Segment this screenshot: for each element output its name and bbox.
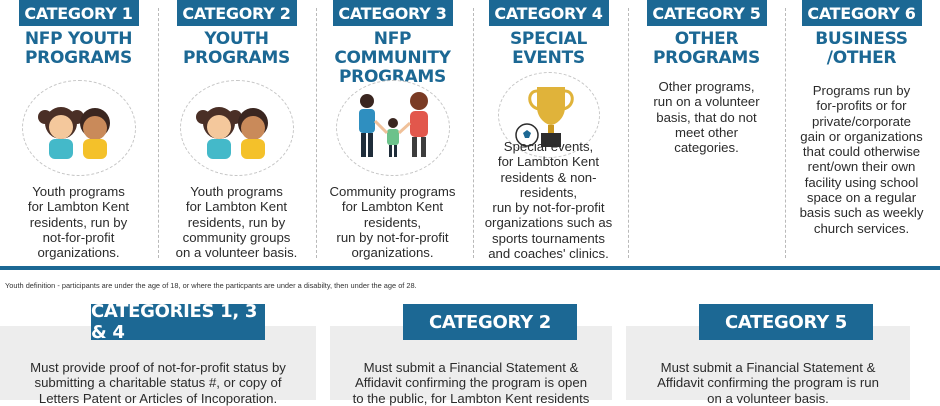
requirement-1-text: Must provide proof of not-for-profit sta…: [30, 360, 286, 406]
category-2-column: Category 2 Youth Programs Youth programs…: [158, 0, 315, 262]
category-3-description: Community programs for Lambton Kent resi…: [329, 184, 456, 261]
category-5-title: Other Programs: [653, 29, 760, 68]
category-1-banner: Category 1: [18, 0, 139, 26]
trophy-icon: [497, 72, 600, 158]
requirement-2-banner: Category 2: [403, 304, 577, 340]
youth-definition-note: Youth definition - participants are unde…: [5, 281, 417, 290]
category-5-banner: Category 5: [646, 0, 767, 26]
children-icon: [179, 80, 294, 176]
category-2-description: Youth programs for Lambton Kent resident…: [175, 184, 298, 261]
category-1-column: Category 1 NFP Youth Programs Youth prog…: [0, 0, 157, 262]
category-5-description: Other programs, run on a volunteer basis…: [653, 79, 760, 156]
category-4-column: Category 4 Special Events Special events…: [470, 0, 627, 262]
category-1-title: NFP Youth Programs: [24, 29, 133, 68]
category-3-banner: Category 3: [332, 0, 453, 26]
column-divider: [473, 8, 474, 258]
requirement-3-text: Must submit a Financial Statement & Affi…: [657, 360, 879, 406]
category-6-column: Category 6 Business /Other Programs run …: [783, 0, 940, 262]
category-4-banner: Category 4: [488, 0, 609, 26]
category-3-title: NFP Community Programs: [334, 29, 451, 87]
category-5-column: Category 5 Other Programs Other programs…: [628, 0, 785, 262]
category-6-title: Business /Other: [815, 29, 908, 68]
category-6-description: Programs run by for-profits or for priva…: [799, 83, 924, 236]
category-4-description: Special events, for Lambton Kent residen…: [484, 139, 613, 262]
category-2-banner: Category 2: [176, 0, 297, 26]
category-4-title: Special Events: [509, 29, 587, 68]
requirement-1-banner: Categories 1, 3 & 4: [91, 301, 265, 343]
category-3-column: Category 3 NFP Community Programs Commun…: [314, 0, 471, 262]
category-6-banner: Category 6: [801, 0, 922, 26]
column-divider: [628, 8, 629, 258]
requirement-2-text: Must submit a Financial Statement & Affi…: [352, 360, 590, 406]
column-divider: [785, 8, 786, 258]
category-2-title: Youth Programs: [183, 29, 290, 68]
section-divider: [0, 266, 940, 270]
column-divider: [158, 8, 159, 258]
family-icon: [335, 80, 450, 176]
children-icon: [21, 80, 136, 176]
category-1-description: Youth programs for Lambton Kent resident…: [27, 184, 130, 261]
column-divider: [316, 8, 317, 258]
requirement-3-banner: Category 5: [699, 304, 873, 340]
